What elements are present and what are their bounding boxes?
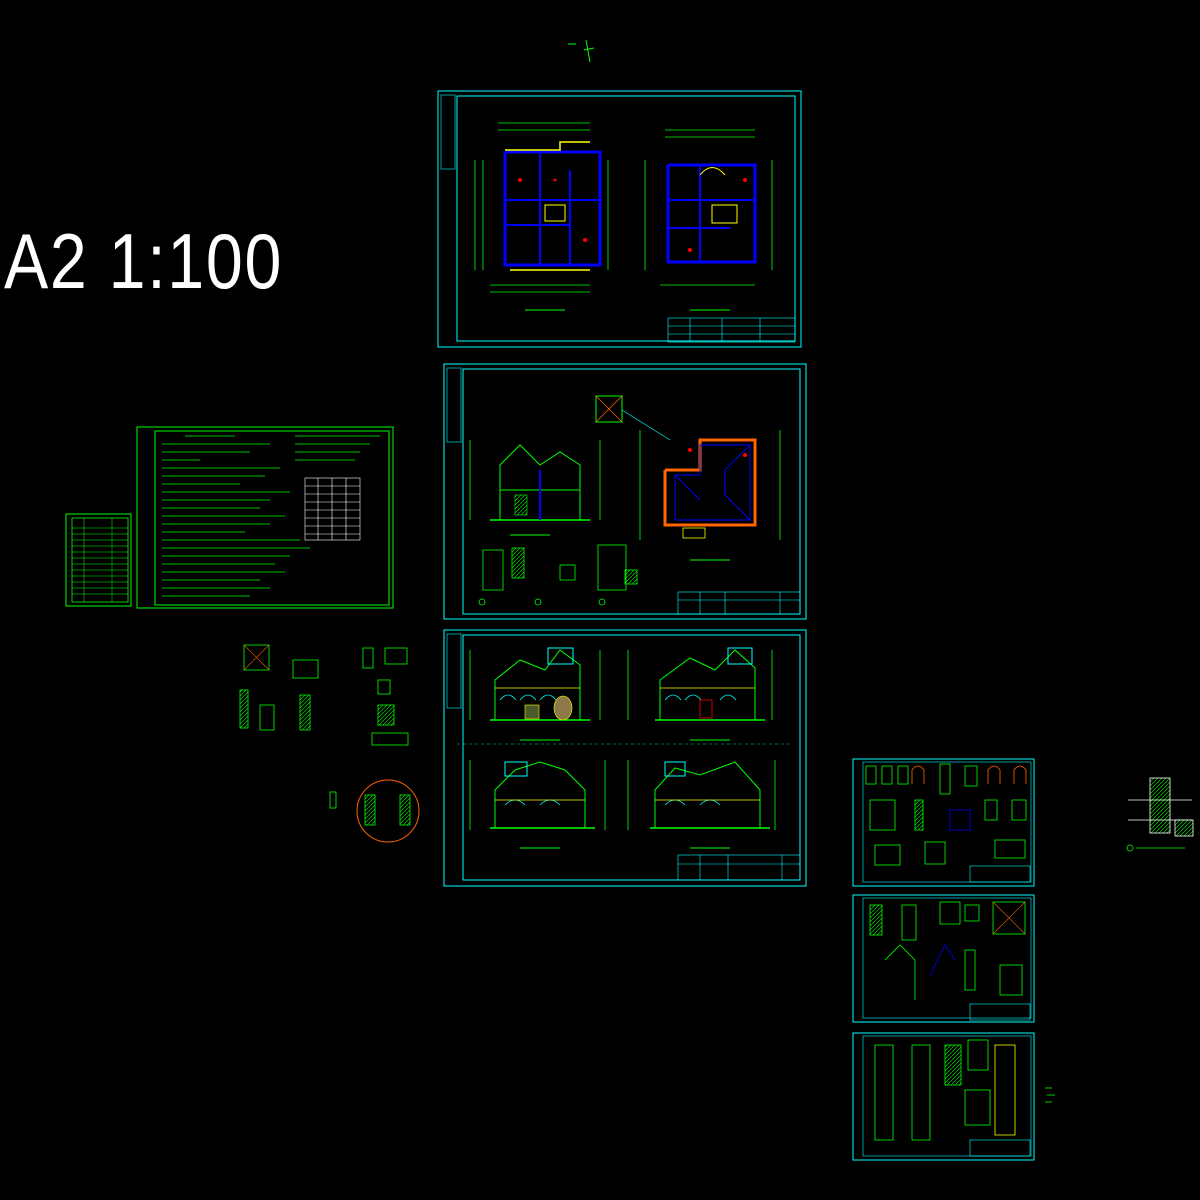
floor-plan-1	[474, 122, 609, 311]
roof-plan	[639, 430, 781, 561]
sheet-drawing-index[interactable]	[65, 513, 132, 607]
title-block-1	[667, 317, 796, 343]
building-section	[469, 440, 601, 536]
sheet-detail-3[interactable]	[852, 1032, 1035, 1161]
wall-details	[478, 544, 638, 606]
scale-label: A2 1:100	[4, 217, 284, 305]
sheet-roof-section[interactable]	[443, 363, 807, 620]
detail-callout-circle	[356, 779, 420, 843]
title-block-d2	[969, 1003, 1031, 1021]
title-block-2	[677, 591, 801, 615]
eave-details	[869, 901, 1026, 1000]
elevation-rear	[627, 647, 773, 741]
sheet-detail-2[interactable]	[852, 894, 1035, 1023]
sheet-detail-1[interactable]	[852, 758, 1035, 887]
sheet-floor-plans[interactable]	[437, 90, 802, 348]
floor-plan-2	[644, 129, 773, 311]
notes-text-lines	[162, 435, 380, 597]
sheet-elevations[interactable]	[443, 629, 807, 887]
index-rows	[72, 518, 128, 602]
wall-section-details	[874, 1039, 1016, 1141]
door-window-schedule	[304, 477, 361, 541]
title-block-d3	[969, 1139, 1031, 1157]
elevation-right	[627, 760, 776, 849]
loose-details	[239, 644, 411, 826]
elevation-left	[469, 760, 606, 849]
isolated-wall-detail	[1126, 777, 1194, 852]
top-note	[568, 39, 595, 63]
side-marks	[1045, 1087, 1055, 1103]
elevation-front	[469, 647, 601, 741]
window-details	[865, 763, 1027, 866]
roof-detail-square	[595, 395, 671, 441]
title-block-3	[677, 854, 801, 881]
sheet-design-notes[interactable]	[136, 426, 394, 609]
title-block-d1	[969, 865, 1031, 883]
